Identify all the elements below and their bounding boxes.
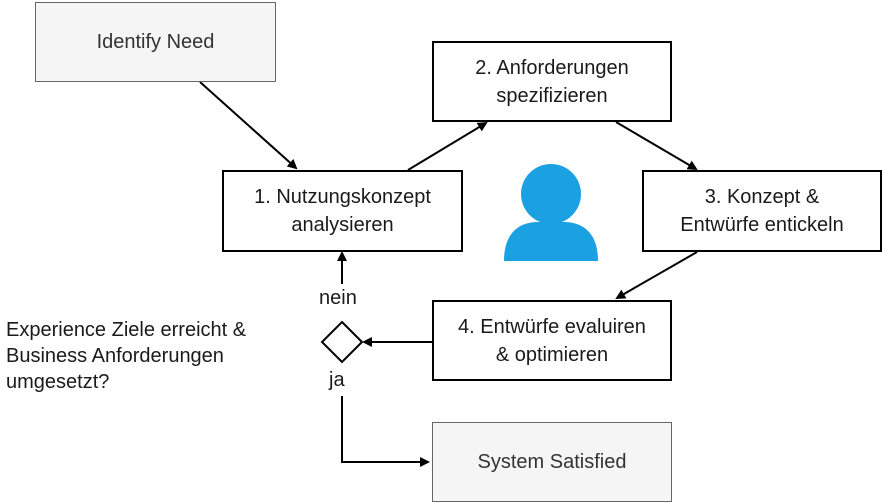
step-3-node: 3. Konzept & Entwürfe entickeln [642, 170, 882, 252]
arrow-decision-to-satisfied [341, 396, 430, 467]
step-2-node: 2. Anforderungen spezifizieren [432, 41, 672, 122]
step-1-node: 1. Nutzungskonzept analysieren [222, 170, 463, 252]
identify-need-node: Identify Need [35, 2, 276, 82]
step-1-label: 1. Nutzungskonzept analysieren [254, 186, 431, 236]
step-4-label: 4. Entwürfe evaluiren & optimieren [458, 315, 646, 366]
step-2-label: 2. Anforderungen spezifizieren [475, 56, 629, 107]
step-3-label: 3. Konzept & Entwürfe entickeln [680, 186, 844, 236]
decision-yes-label: ja [329, 369, 345, 391]
user-icon [504, 164, 598, 261]
arrow-step2-to-step3 [615, 121, 698, 171]
arrow-step3-to-step4 [615, 251, 698, 299]
system-satisfied-label: System Satisfied [477, 451, 627, 473]
arrow-identify-to-step1 [199, 81, 298, 170]
decision-diamond [320, 320, 364, 364]
identify-need-label: Identify Need [96, 31, 215, 53]
decision-no-label: nein [319, 287, 357, 309]
arrow-step1-to-step2 [407, 121, 488, 171]
system-satisfied-node: System Satisfied [432, 422, 672, 502]
step-4-node: 4. Entwürfe evaluiren & optimieren [432, 300, 672, 381]
decision-question: Experience Ziele erreicht & Business Anf… [6, 319, 247, 393]
